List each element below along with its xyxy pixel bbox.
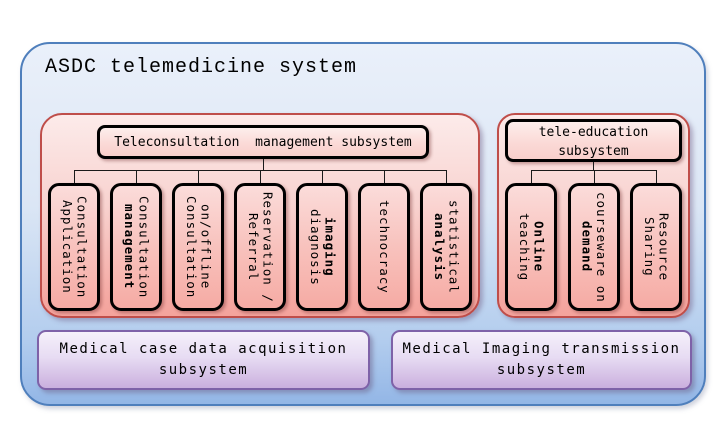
text-line: Medical case data acquisition [59, 341, 348, 357]
connector-line [593, 162, 594, 170]
teleconsultation-header: Teleconsultation management subsystem [97, 125, 429, 159]
text-line: subsystem [558, 143, 629, 159]
function-box-technocracy: technocracy [358, 170, 410, 311]
tele-education-header: tele-education subsystem [505, 119, 682, 162]
medical-imaging-transmission-subsystem: Medical Imaging transmission subsystem [391, 330, 692, 390]
function-box-label: technocracy [377, 200, 393, 294]
text-line: subsystem [496, 362, 587, 378]
text-line: tele-education [538, 125, 649, 140]
text-line: Medical Imaging transmission [402, 341, 681, 357]
connector-line [263, 159, 264, 170]
function-box-label: Reservation /Referral [246, 191, 276, 303]
function-box-reservation-referral: Reservation /Referral [234, 170, 286, 311]
medical-case-data-acquisition-subsystem: Medical case data acquisition subsystem [37, 330, 370, 390]
diagram-title: ASDC telemedicine system [45, 56, 358, 79]
text-line: subsystem [158, 362, 249, 378]
